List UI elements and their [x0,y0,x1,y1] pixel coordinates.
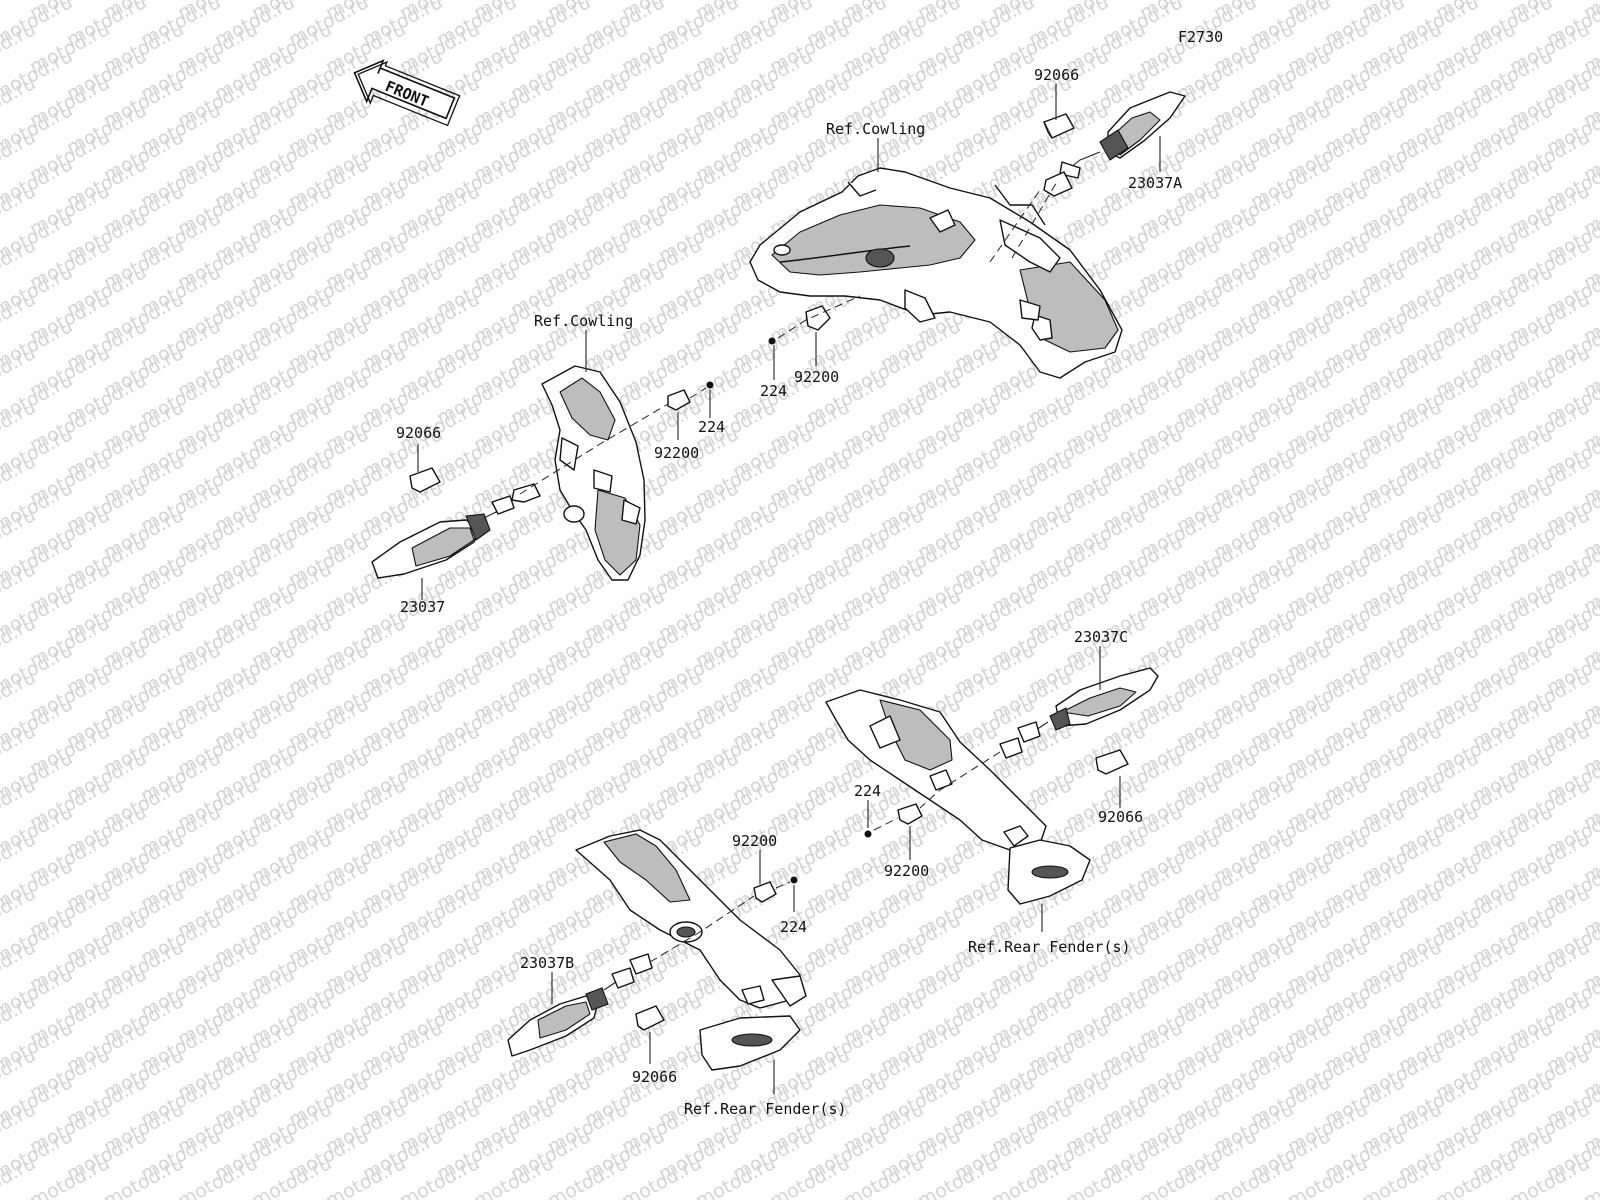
clip-92200-right [897,803,923,825]
turn-signal-23037A [1043,91,1186,197]
label-23037B: 23037B [520,954,574,972]
turn-signal-23037B [507,953,653,1057]
screw-224-left [706,381,714,389]
label-23037C: 23037C [1074,628,1128,646]
label-224-top: 224 [760,382,787,400]
label-ref-rear-fender-right: Ref.Rear Fender(s) [968,938,1131,956]
label-ref-cowling-left: Ref.Cowling [534,312,633,330]
front-cowling-assembly [749,167,1123,379]
label-92066-top: 92066 [1034,66,1079,84]
rear-fender-left-assembly [575,829,807,1071]
screw-224-right [864,830,872,838]
rubber-grommet-92066-right [1095,749,1129,775]
label-224-bottom: 224 [780,918,807,936]
label-92200-top: 92200 [794,368,839,386]
screw-224-top [768,337,776,345]
label-ref-rear-fender-bottom: Ref.Rear Fender(s) [684,1100,847,1118]
label-92066-left: 92066 [396,424,441,442]
label-ref-cowling-front: Ref.Cowling [826,120,925,138]
label-23037: 23037 [400,598,445,616]
side-cowling-left-assembly [541,365,646,581]
rubber-grommet-92066-top [1043,113,1075,139]
turn-signal-23037C [999,667,1159,759]
turn-signal-23037 [371,483,541,579]
rear-fender-right-assembly [825,689,1091,905]
label-23037A: 23037A [1128,174,1182,192]
label-92200-bottom: 92200 [732,832,777,850]
rubber-grommet-92066-left [409,467,441,493]
label-92066-right: 92066 [1098,808,1143,826]
label-92066-bottom: 92066 [632,1068,677,1086]
label-92200-left: 92200 [654,444,699,462]
clip-92200-bottom [753,881,777,903]
label-224-right: 224 [854,782,881,800]
rubber-grommet-92066-bottom [635,1005,665,1031]
figure-code: F2730 [1178,28,1223,46]
label-92200-right: 92200 [884,862,929,880]
label-224-left: 224 [698,418,725,436]
screw-224-bottom [790,876,798,884]
